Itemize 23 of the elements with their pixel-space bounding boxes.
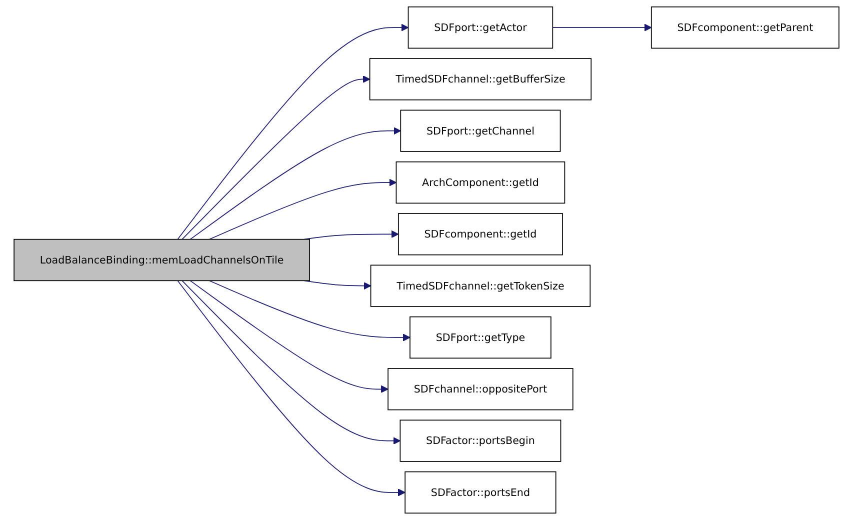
node-box: SDFport::getType bbox=[410, 316, 552, 359]
arrow bbox=[177, 24, 409, 240]
arrow bbox=[177, 280, 406, 496]
node-box: SDFport::getChannel bbox=[400, 110, 561, 152]
node-box: ArchComponent::getId bbox=[396, 161, 566, 204]
node-box: SDFactor::portsBegin bbox=[400, 420, 562, 462]
arrow bbox=[182, 280, 401, 445]
node-box: TimedSDFchannel::getTokenSize bbox=[370, 264, 591, 307]
node-box: SDFport::getActor bbox=[408, 6, 554, 49]
arrow bbox=[552, 24, 652, 32]
arrow bbox=[304, 280, 372, 290]
arrow bbox=[208, 178, 397, 240]
arrow bbox=[208, 280, 410, 342]
arrow bbox=[190, 280, 388, 393]
arrow bbox=[190, 127, 401, 240]
arrow bbox=[182, 75, 370, 240]
node-box: LoadBalanceBinding::memLoadChannelsOnTile bbox=[14, 238, 310, 282]
node-box: SDFactor::portsEnd bbox=[404, 471, 556, 514]
node-box: SDFcomponent::getParent bbox=[650, 6, 840, 49]
node-box: SDFchannel::oppositePort bbox=[388, 368, 574, 410]
arrow bbox=[304, 230, 399, 240]
node-box: SDFcomponent::getId bbox=[398, 213, 563, 256]
node-box: TimedSDFchannel::getBufferSize bbox=[369, 58, 592, 100]
